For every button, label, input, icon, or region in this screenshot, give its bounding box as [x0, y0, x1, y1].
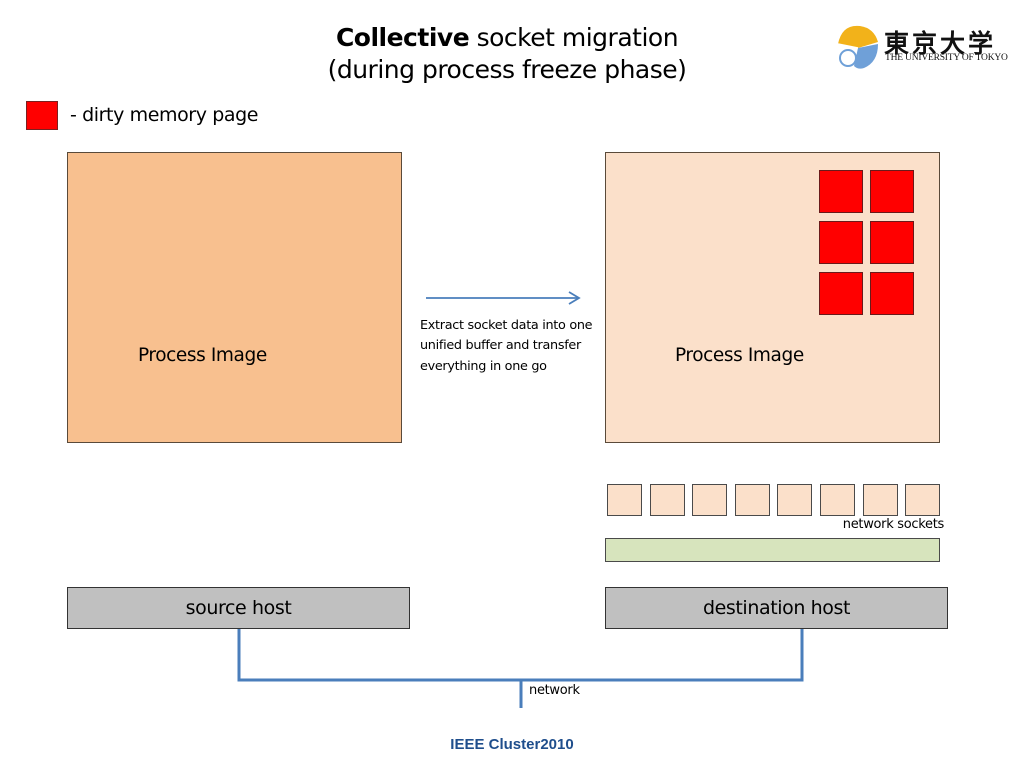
- title-rest: socket migration: [469, 23, 679, 52]
- dirty-memory-page: [870, 272, 914, 315]
- footer-conference: IEEE Cluster2010: [450, 736, 574, 753]
- dirty-memory-page: [870, 170, 914, 213]
- network-socket: [820, 484, 855, 516]
- sockets-label: network sockets: [842, 517, 945, 532]
- network-socket: [692, 484, 728, 516]
- university-logo: 東京大学 THE UNIVERSITY OF TOKYO: [834, 22, 1008, 70]
- title-bold: Collective: [335, 23, 470, 52]
- network-socket: [777, 484, 813, 516]
- title-line-1: Collective socket migration: [0, 22, 1014, 54]
- logo-kanji: 東京大学: [884, 29, 997, 58]
- slide-title: Collective socket migration (during proc…: [0, 22, 1014, 86]
- dirty-memory-page: [819, 272, 863, 315]
- dirty-memory-page: [870, 221, 914, 264]
- dirty-memory-page: [819, 221, 863, 264]
- ginkgo-leaf-icon: [837, 25, 878, 69]
- logo-english: THE UNIVERSITY OF TOKYO: [885, 53, 1008, 63]
- dirty-memory-page: [819, 170, 863, 213]
- network-socket: [734, 484, 770, 516]
- destination-process-label: Process Image: [675, 345, 804, 366]
- source-process-label: Process Image: [138, 345, 267, 366]
- network-label: network: [529, 683, 580, 698]
- source-process-image: Process Image: [67, 152, 402, 443]
- network-lines: [237, 629, 804, 708]
- source-host: source host: [67, 587, 410, 629]
- dirty-page-legend-swatch: [26, 101, 58, 130]
- destination-host: destination host: [605, 587, 948, 629]
- network-socket: [649, 484, 685, 516]
- network-socket: [607, 484, 642, 516]
- network-socket: [905, 484, 941, 516]
- network-socket: [862, 484, 898, 516]
- transfer-note: Extract socket data into one unified buf…: [420, 318, 593, 374]
- destination-process-image: Process Image: [605, 152, 940, 443]
- transfer-arrow: [426, 291, 581, 305]
- legend-text: - dirty memory page: [70, 104, 259, 126]
- unified-buffer: [605, 538, 940, 562]
- network-bus: [237, 629, 804, 682]
- title-line-2: (during process freeze phase): [327, 55, 687, 84]
